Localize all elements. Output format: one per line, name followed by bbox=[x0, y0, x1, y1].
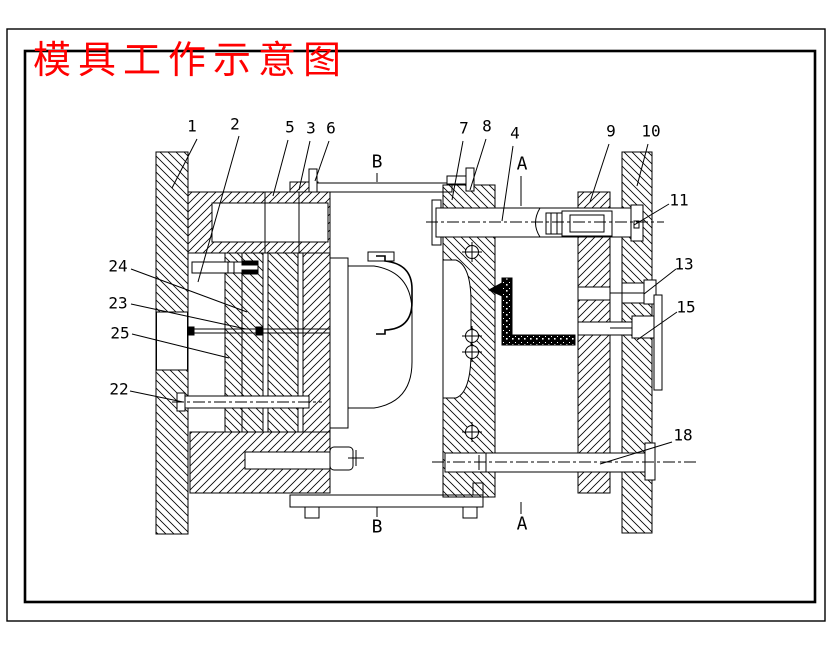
leader-line-15 bbox=[636, 311, 678, 341]
cooling-channel-icon bbox=[462, 342, 482, 362]
part-label-13: 13 bbox=[674, 255, 693, 274]
leader-line-7 bbox=[451, 140, 464, 201]
top-plate-assembly-2-5-3 bbox=[187, 168, 331, 254]
part-label-11: 11 bbox=[669, 191, 688, 210]
part-label-10: 10 bbox=[641, 122, 660, 141]
part-label-4: 4 bbox=[510, 124, 520, 143]
leader-line-4 bbox=[501, 145, 514, 222]
leader-line-23 bbox=[130, 303, 247, 330]
leader-line-25 bbox=[131, 333, 230, 359]
part-label-7: 7 bbox=[459, 119, 469, 138]
leader-line-1 bbox=[171, 138, 198, 189]
support-column-9 bbox=[577, 191, 611, 494]
leader-line-24 bbox=[130, 268, 248, 313]
part-label-22: 22 bbox=[109, 380, 128, 399]
part-label-3: 3 bbox=[306, 119, 316, 138]
part-label-2: 2 bbox=[230, 115, 240, 134]
stud-8 bbox=[465, 167, 475, 192]
cooling-channels bbox=[462, 242, 482, 442]
part-label-8: 8 bbox=[482, 117, 492, 136]
ejector-pin-assembly-24 bbox=[191, 260, 259, 275]
core-punch bbox=[329, 251, 413, 429]
part-label-15: 15 bbox=[676, 298, 695, 317]
stud-6 bbox=[308, 168, 318, 193]
outer-frame bbox=[6, 28, 826, 622]
leader-line-11 bbox=[633, 203, 670, 226]
leader-line-10 bbox=[636, 143, 649, 187]
cooling-channel-icon bbox=[462, 422, 482, 442]
leader-line-3 bbox=[298, 140, 311, 191]
section-label-B0: B bbox=[372, 152, 383, 173]
cooling-channel-icon bbox=[462, 242, 482, 262]
part-label-5: 5 bbox=[285, 118, 295, 137]
latch-13 bbox=[577, 279, 657, 305]
section-label-A3: A bbox=[517, 514, 528, 535]
part-label-23: 23 bbox=[108, 294, 127, 313]
return-rod-22 bbox=[172, 392, 322, 412]
section-label-A1: A bbox=[517, 154, 528, 175]
leader-line-13 bbox=[643, 268, 677, 295]
drawing-title: 模具工作示意图 bbox=[33, 38, 348, 82]
leader-line-2 bbox=[197, 135, 240, 283]
part-label-18: 18 bbox=[673, 426, 692, 445]
part-label-6: 6 bbox=[326, 119, 336, 138]
tie-bar bbox=[316, 182, 453, 193]
falling-molded-part bbox=[487, 277, 576, 346]
part-label-9: 9 bbox=[606, 122, 616, 141]
leader-line-22 bbox=[129, 390, 184, 403]
section-label-B2: B bbox=[372, 517, 383, 538]
part-label-25: 25 bbox=[110, 324, 129, 343]
part-label-24: 24 bbox=[108, 257, 127, 276]
moving-clamp-plate-1 bbox=[155, 151, 189, 535]
cavity-recess bbox=[442, 259, 472, 399]
leader-line-18 bbox=[599, 441, 673, 465]
leader-line-8 bbox=[469, 138, 487, 191]
part-label-1: 1 bbox=[187, 117, 197, 136]
bottom-screw bbox=[244, 446, 364, 471]
leader-line-5 bbox=[272, 139, 289, 197]
inner-frame bbox=[23, 49, 817, 604]
molded-cup-contour bbox=[376, 255, 413, 335]
ejector-rod-18 bbox=[432, 442, 697, 481]
leader-line-9 bbox=[589, 143, 610, 203]
leader-line-6 bbox=[314, 140, 330, 182]
